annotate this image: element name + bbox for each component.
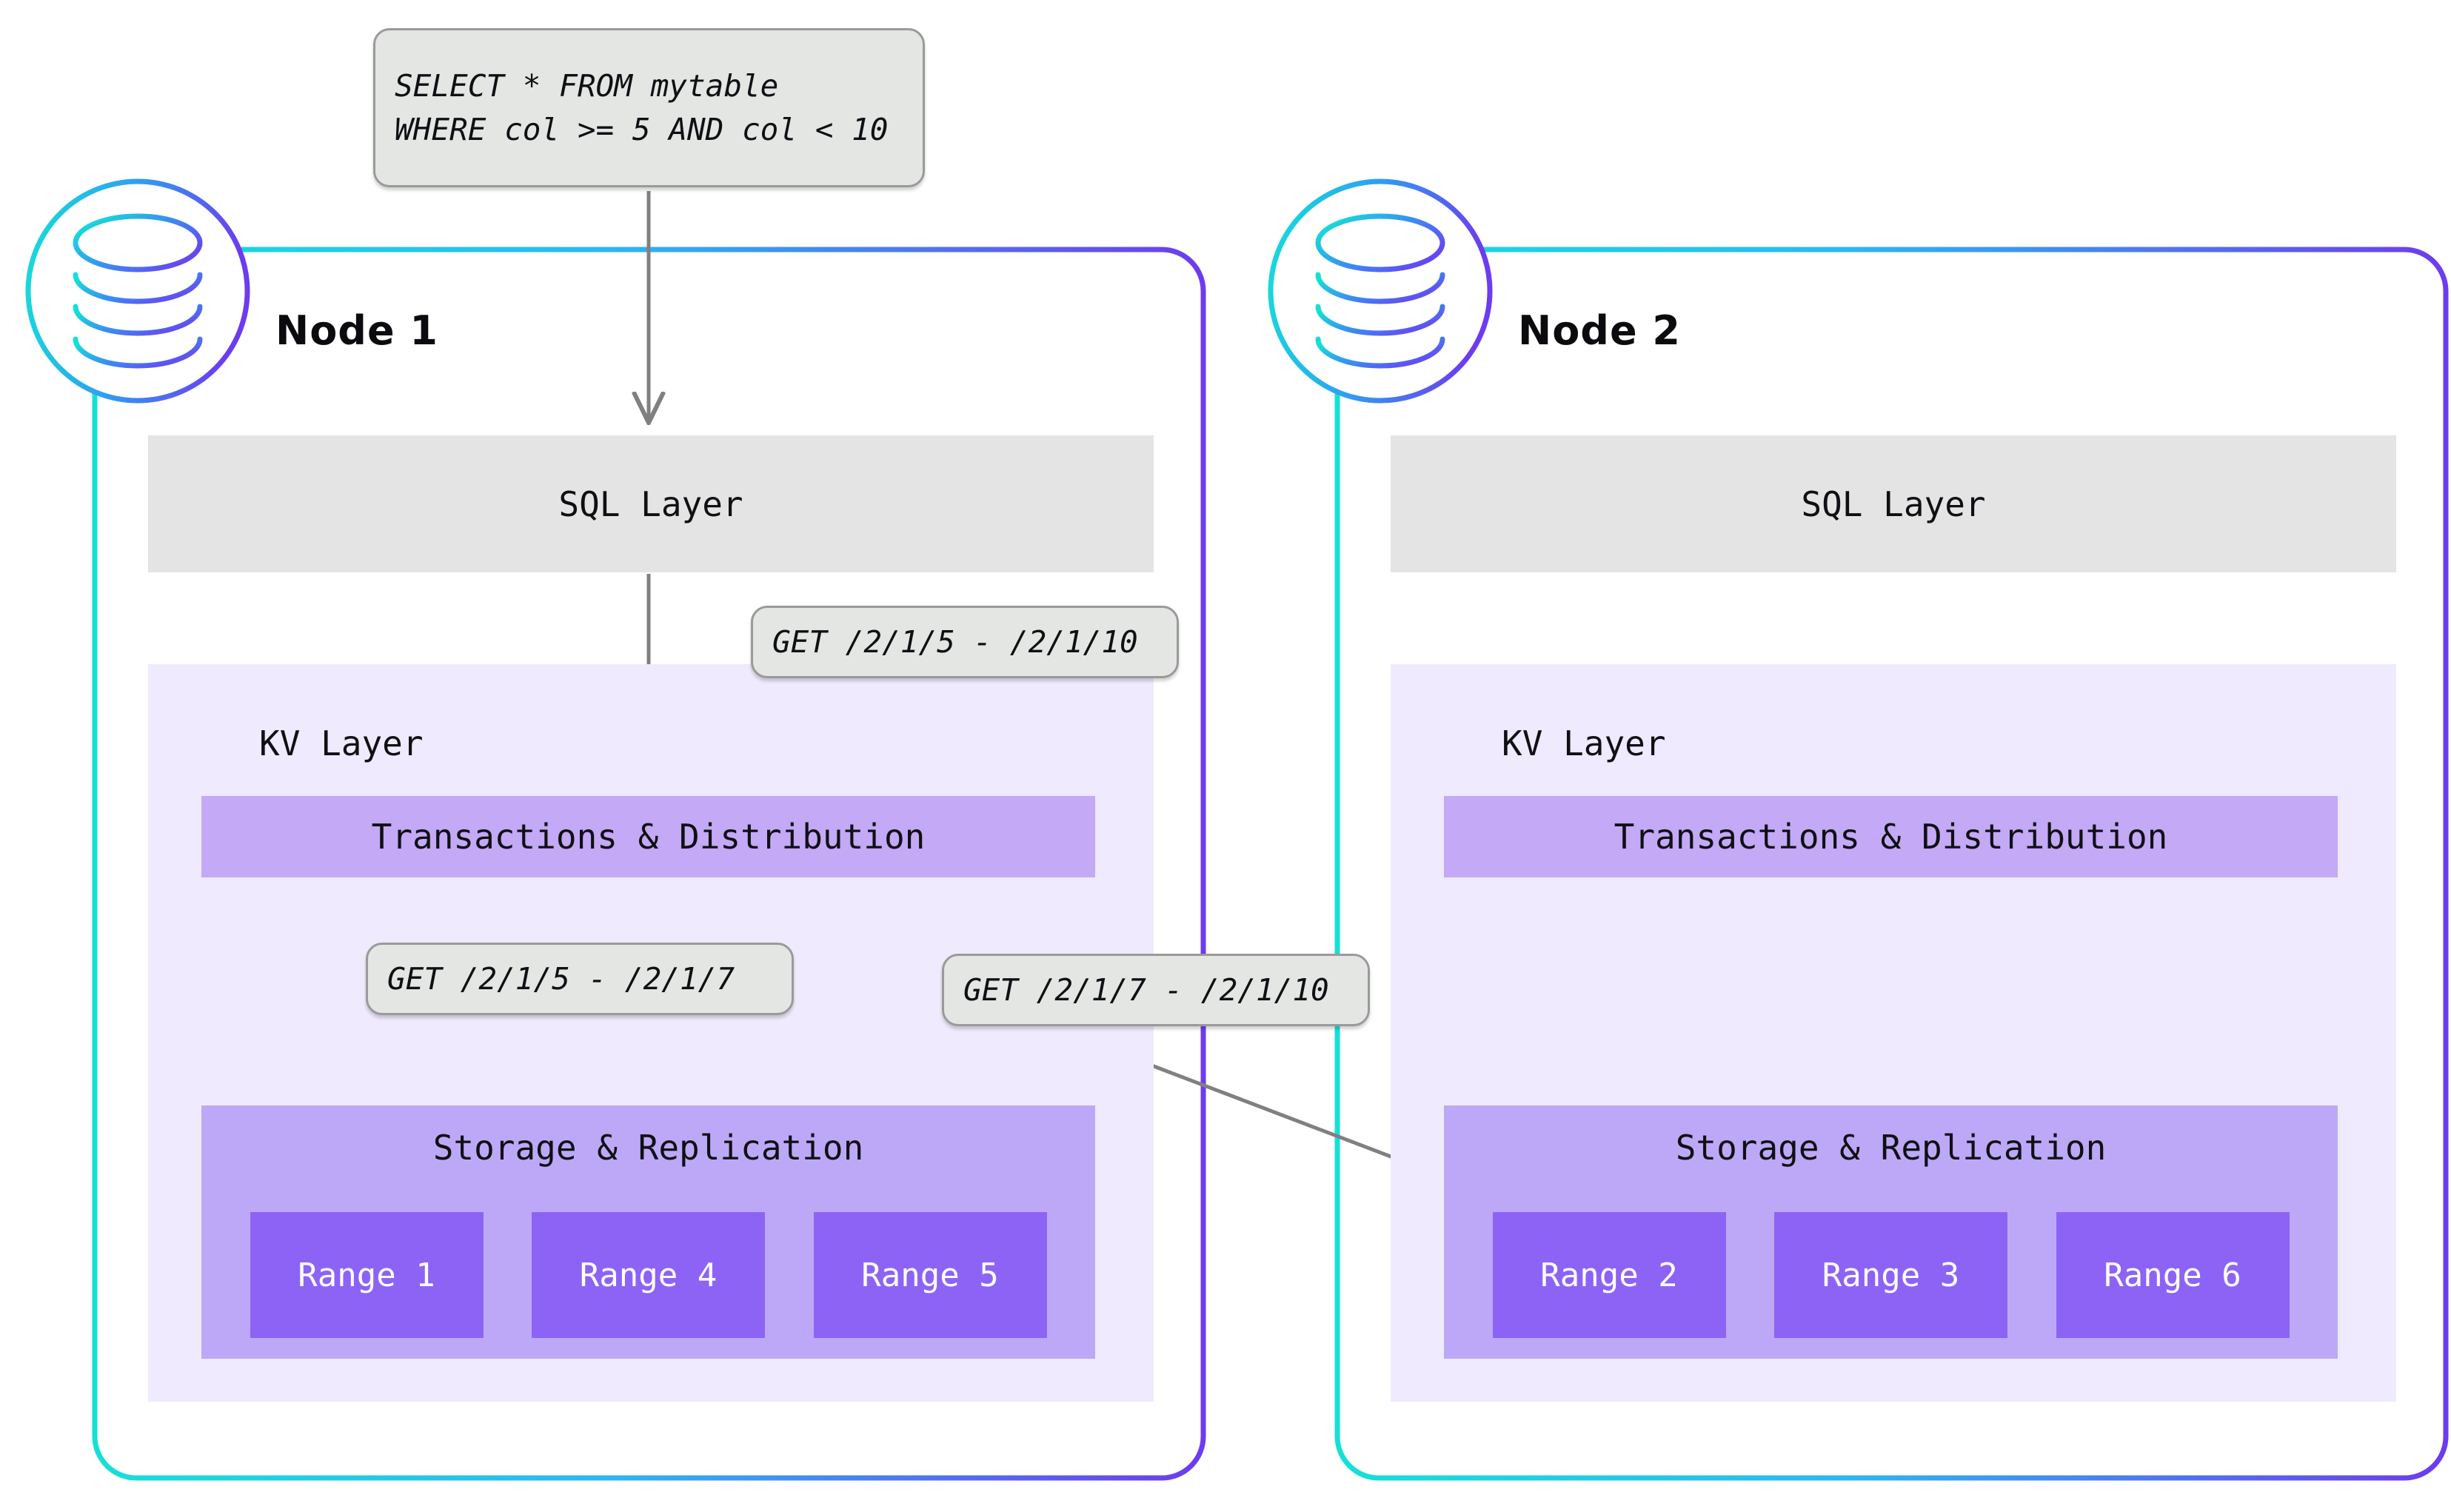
range-box[interactable]: Range 6 <box>2056 1212 2290 1338</box>
get-label-full-range: GET /2/1/5 - /2/1/10 <box>751 606 1179 678</box>
node-1-badge-circle <box>25 178 250 404</box>
get-label-local-range-text: GET /2/1/5 - /2/1/7 <box>387 960 735 997</box>
range-box[interactable]: Range 5 <box>813 1212 1047 1338</box>
get-label-remote-range: GET /2/1/7 - /2/1/10 <box>942 954 1370 1026</box>
node-2-range-row: Range 2 Range 3 Range 6 <box>1444 1212 2338 1338</box>
node-1-sql-layer-label: SQL Layer <box>558 484 743 524</box>
node-2-storage-label: Storage & Replication <box>1675 1128 2107 1168</box>
database-icon <box>73 213 203 369</box>
node-2-kv-layer-label: KV Layer <box>1502 723 1666 763</box>
sql-query-line-1: SELECT * FROM mytable <box>395 68 779 104</box>
node-2-sql-layer-label: SQL Layer <box>1801 484 1986 524</box>
node-2-transactions-label: Transactions & Distribution <box>1614 817 2168 857</box>
node-2-storage-box: Storage & Replication Range 2 Range 3 Ra… <box>1444 1105 2338 1359</box>
node-1-transactions-label: Transactions & Distribution <box>371 817 926 857</box>
get-label-full-range-text: GET /2/1/5 - /2/1/10 <box>772 623 1138 660</box>
range-box[interactable]: Range 1 <box>250 1212 484 1338</box>
node-1-kv-layer: KV Layer Transactions & Distribution Sto… <box>148 664 1154 1402</box>
node-2-sql-layer: SQL Layer <box>1391 435 2396 572</box>
node-1-storage-box: Storage & Replication Range 1 Range 4 Ra… <box>201 1105 1095 1359</box>
database-icon <box>1315 213 1445 369</box>
node-1-kv-layer-label: KV Layer <box>259 723 424 763</box>
get-label-remote-range-text: GET /2/1/7 - /2/1/10 <box>963 971 1329 1008</box>
node-1-title: Node 1 <box>275 307 438 354</box>
sql-query-callout: SELECT * FROM mytable WHERE col >= 5 AND… <box>373 28 925 187</box>
range-box[interactable]: Range 2 <box>1492 1212 1726 1338</box>
node-2-title: Node 2 <box>1518 307 1681 354</box>
range-box[interactable]: Range 4 <box>532 1212 765 1338</box>
get-label-local-range: GET /2/1/5 - /2/1/7 <box>366 943 794 1015</box>
node-1-transactions-box: Transactions & Distribution <box>201 796 1095 877</box>
node-1-storage-label: Storage & Replication <box>432 1128 864 1168</box>
node-2-kv-layer: KV Layer Transactions & Distribution Sto… <box>1391 664 2396 1402</box>
node-2-transactions-box: Transactions & Distribution <box>1444 796 2338 877</box>
node-2-badge-circle <box>1268 178 1493 404</box>
range-box[interactable]: Range 3 <box>1774 1212 2007 1338</box>
node-1-sql-layer: SQL Layer <box>148 435 1154 572</box>
sql-query-line-2: WHERE col >= 5 AND col < 10 <box>395 111 889 147</box>
node-1-range-row: Range 1 Range 4 Range 5 <box>201 1212 1095 1338</box>
